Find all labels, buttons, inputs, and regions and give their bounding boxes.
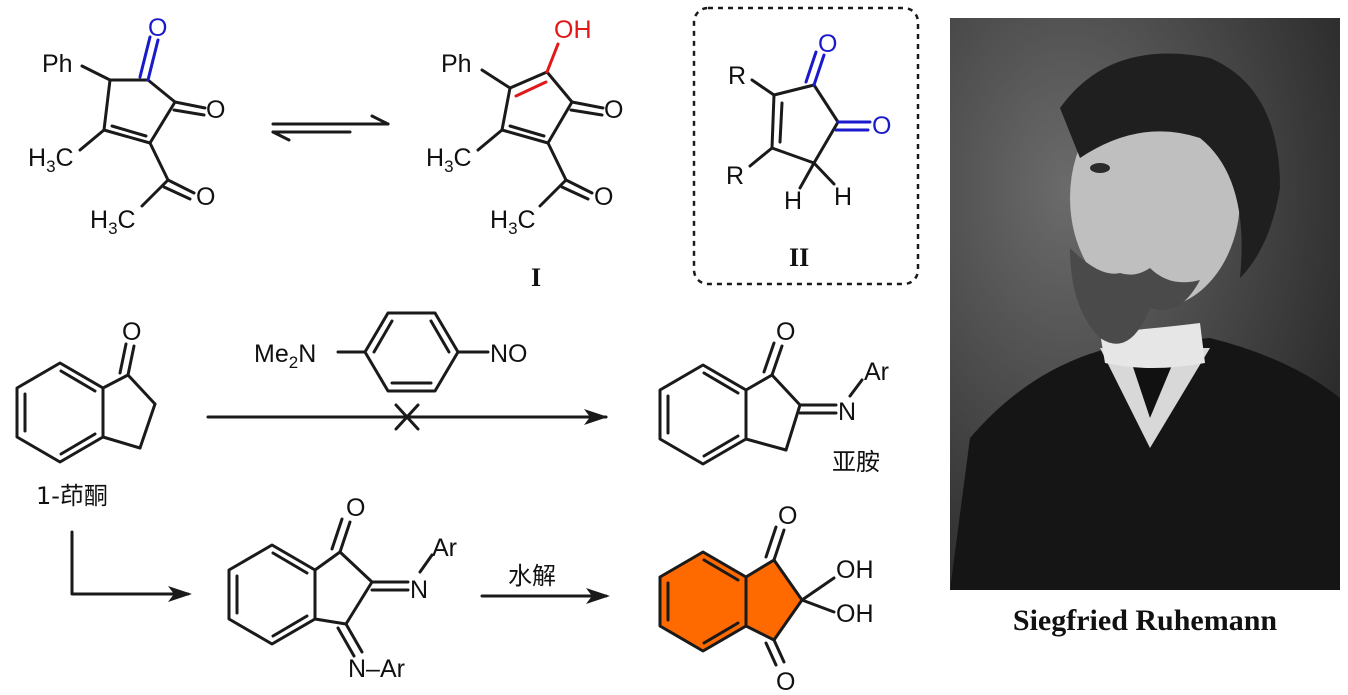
r-group-2: R	[726, 162, 744, 190]
hydroxyl-label-red: OH	[554, 16, 592, 44]
imine-structure: O N Ar 亚胺	[658, 318, 889, 476]
acetyl-oxygen: O	[594, 183, 613, 211]
acetyl-methyl-label: H3C	[490, 206, 536, 238]
aryl-label-1: Ar	[432, 534, 457, 562]
portrait-caption: Siegfried Ruhemann	[1012, 604, 1278, 637]
ketone-oxygen: O	[346, 494, 365, 522]
aryl-label: Ar	[864, 358, 889, 386]
hydroxyl-1: OH	[836, 556, 874, 584]
ketone-oxygen: O	[122, 318, 141, 346]
compound-II-box: O O R R H H II	[692, 6, 920, 286]
acetyl-oxygen: O	[196, 183, 215, 211]
diimine-structure: O N Ar N–Ar	[227, 494, 457, 683]
indanone-structure: O 1-茚酮	[15, 318, 157, 510]
diketone-structure: Ph O O H3C O H3C	[28, 14, 225, 238]
imine-nitrogen: N	[838, 398, 856, 426]
imine-name: 亚胺	[832, 448, 880, 476]
ketone-oxygen-1: O	[778, 502, 797, 530]
dione-oxygen-1: O	[818, 30, 837, 58]
bent-reaction-arrow	[70, 530, 192, 602]
reaction-scheme: Ph O O H3C O H3C Ph OH O H3C O H3C	[15, 6, 920, 695]
r-group-1: R	[728, 62, 746, 90]
hydrolysis-label: 水解	[508, 562, 556, 590]
ketone-oxygen-2: O	[776, 668, 795, 695]
dimethylamino-label: Me2N	[254, 340, 316, 372]
nitroso-label: NO	[490, 340, 528, 368]
ketone-oxygen: O	[604, 96, 623, 124]
methyl-label: H3C	[28, 144, 74, 176]
imine-nitrogen-1: N	[410, 576, 428, 604]
indanone-name: 1-茚酮	[36, 482, 108, 510]
ninhydrin-structure: O O OH OH	[658, 502, 874, 695]
hydrogen-1: H	[784, 187, 802, 215]
compound-label-I: I	[531, 263, 541, 292]
hydrolysis-arrow: 水解	[480, 562, 610, 604]
enol-structure-I: Ph OH O H3C O H3C I	[426, 16, 623, 292]
portrait-photo	[950, 18, 1340, 590]
ketone-oxygen-blue: O	[148, 14, 167, 42]
phenyl-label: Ph	[441, 50, 472, 78]
blocked-reaction-arrow	[206, 403, 608, 431]
hydrogen-2: H	[834, 183, 852, 211]
imine-aryl-2: N–Ar	[348, 655, 405, 683]
dione-oxygen-2: O	[872, 112, 891, 140]
ketone-oxygen: O	[206, 96, 225, 124]
compound-label-II: II	[789, 243, 809, 272]
hydroxyl-2: OH	[836, 600, 874, 628]
phenyl-label: Ph	[42, 50, 73, 78]
equilibrium-arrow	[271, 114, 390, 142]
nitroso-reagent: Me2N NO	[254, 311, 528, 393]
methyl-label: H3C	[426, 144, 472, 176]
ketone-oxygen: O	[776, 318, 795, 346]
acetyl-methyl-label: H3C	[90, 206, 136, 238]
